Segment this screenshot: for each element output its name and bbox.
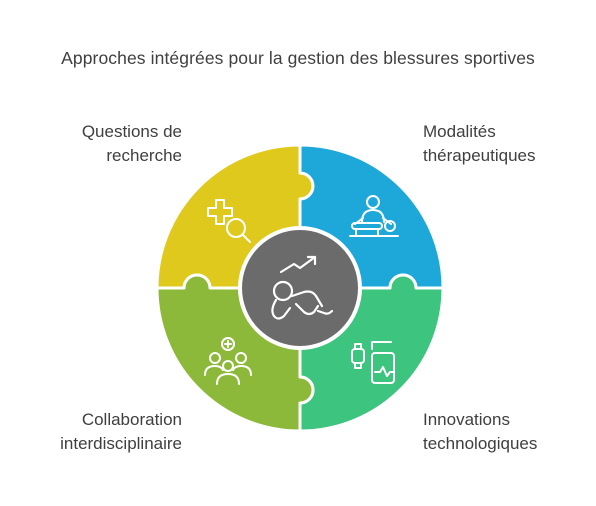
- team-collaboration-icon: [204, 337, 252, 385]
- injured-athlete-growth-icon: [271, 255, 334, 320]
- medical-search-icon: [207, 199, 251, 243]
- center-circle: [238, 226, 362, 350]
- massage-therapy-icon: [349, 195, 399, 237]
- diagram-title: Approches intégrées pour la gestion des …: [61, 48, 535, 68]
- wearable-devices-icon: [351, 341, 395, 384]
